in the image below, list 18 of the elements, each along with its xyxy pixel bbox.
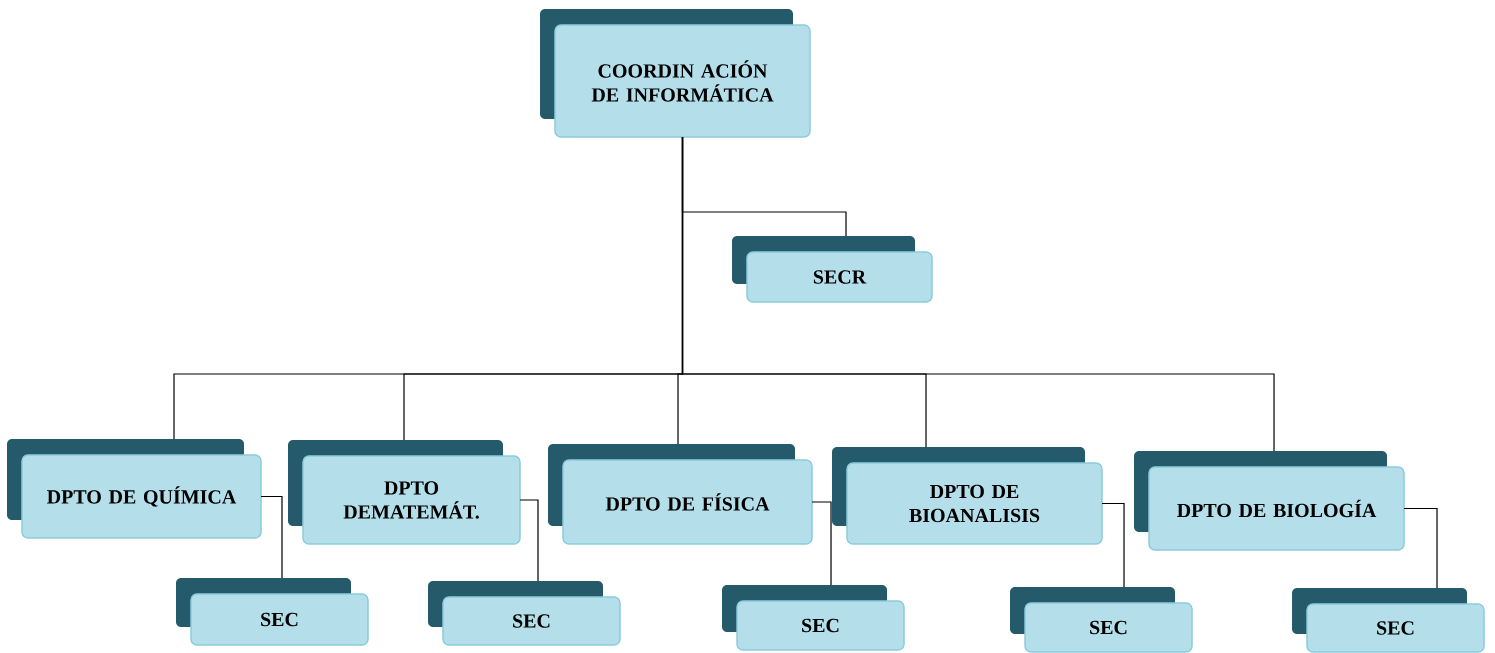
connector-line — [811, 501, 832, 586]
connector-line — [1403, 507, 1438, 589]
org-box: DPTO DEMATEMÁT. — [288, 440, 521, 545]
org-box: DPTO DE FÍSICA — [548, 444, 813, 545]
org-box: SEC — [428, 581, 621, 646]
org-box: DPTO DE BIOLOGÍA — [1134, 451, 1405, 551]
org-box: SEC — [1292, 588, 1485, 653]
org-box: DPTO DE QUÍMICA — [7, 439, 262, 539]
connector-line — [260, 495, 283, 579]
connector-line — [681, 136, 1275, 452]
org-box: SEC — [1010, 587, 1193, 653]
org-box: COORDIN ACIÓN DE INFORMÁTICA — [540, 9, 811, 138]
org-box: SEC — [176, 578, 369, 646]
connector-line — [1101, 502, 1125, 588]
org-box: SECR — [732, 236, 933, 303]
org-box: SEC — [722, 585, 905, 651]
org-box: DPTO DE BIOANALISIS — [832, 447, 1103, 545]
connector-line — [519, 499, 539, 582]
